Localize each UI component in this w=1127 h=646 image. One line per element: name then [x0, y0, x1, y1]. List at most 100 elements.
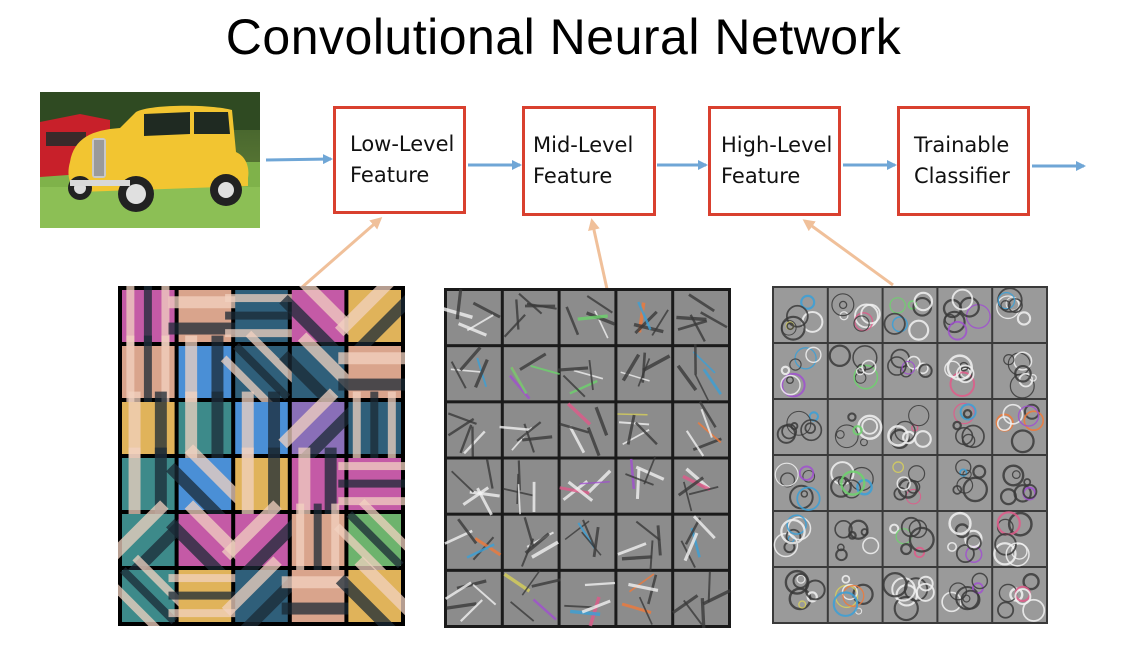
filter-tile: [828, 344, 882, 398]
filter-tile: [617, 347, 672, 401]
filter-tile: [938, 344, 992, 398]
filter-tile: [291, 503, 345, 577]
filter-tile: [774, 344, 827, 398]
filter-tile: [503, 459, 558, 515]
filter-tile: [938, 568, 992, 622]
mid-level-feature-box: Mid-Level Feature: [522, 106, 656, 216]
filter-tile: [993, 400, 1046, 454]
filter-tile: [334, 498, 405, 581]
filter-tile: [993, 511, 1046, 567]
filter-tile: [221, 500, 301, 579]
filter-tile: [335, 556, 405, 626]
filter-tile: [279, 286, 358, 355]
filter-tile: [235, 447, 288, 521]
filter-tile: [993, 568, 1046, 622]
filter-tile: [447, 346, 501, 401]
filter-tile: [674, 515, 728, 569]
low-level-feature-label: Low-Level Feature: [350, 132, 455, 187]
filter-tile: [503, 515, 559, 569]
filter-tile: [883, 400, 937, 454]
feature-arrow-mid: [588, 218, 609, 290]
filter-tile: [774, 568, 827, 622]
filter-tile: [617, 403, 672, 457]
filter-tile: [559, 459, 615, 513]
filter-tile: [883, 344, 937, 398]
filter-tile: [447, 458, 501, 516]
filter-tile: [828, 512, 882, 566]
filter-tile: [617, 455, 672, 513]
filter-tile: [774, 456, 827, 511]
filter-tile: [335, 286, 405, 355]
filter-tile: [938, 456, 992, 510]
filter-tile: [221, 556, 301, 626]
filter-tile: [281, 570, 355, 622]
filter-tile: [882, 568, 937, 622]
trainable-classifier-box: Trainable Classifier: [897, 106, 1030, 216]
filter-tile: [444, 289, 501, 345]
filter-tile: [168, 570, 242, 622]
filter-tile: [235, 391, 288, 465]
filter-tile: [828, 400, 883, 454]
diagram-title: Convolutional Neural Network: [225, 9, 902, 65]
filter-tile: [938, 400, 992, 454]
filter-tile: [828, 568, 882, 622]
filter-tile: [557, 347, 615, 401]
flow-arrow-image-to-low: [265, 154, 333, 165]
feature-arrow-low: [299, 217, 383, 291]
filter-tile: [122, 391, 175, 465]
filter-tile: [774, 288, 827, 342]
filter-tile: [503, 347, 560, 401]
filter-tile: [559, 402, 615, 457]
filter-tile: [883, 456, 937, 510]
feature-arrow-high: [802, 219, 894, 287]
high-level-feature-box: High-Level Feature: [708, 106, 841, 216]
high-level-filters-grid: [772, 286, 1048, 624]
filter-tile: [993, 287, 1046, 342]
filter-tile: [444, 515, 502, 569]
filter-tile: [503, 291, 558, 345]
filter-tile: [178, 335, 232, 409]
filter-tile: [166, 444, 245, 523]
filter-tile: [828, 288, 882, 342]
filter-tile: [122, 286, 175, 353]
filter-tile: [122, 335, 175, 409]
filter-tile: [499, 403, 558, 457]
filter-tile: [503, 570, 562, 625]
filter-tile: [938, 288, 992, 342]
filter-tile: [178, 391, 232, 465]
filter-tile: [671, 571, 731, 628]
filter-tile: [828, 456, 882, 510]
filter-tile: [338, 346, 405, 398]
input-car-image: [40, 92, 260, 228]
filter-tile: [560, 515, 615, 569]
filter-tile: [993, 344, 1046, 399]
filter-tile: [674, 344, 728, 402]
filter-tile: [883, 512, 937, 566]
filter-tile: [348, 391, 401, 465]
filter-tile: [278, 388, 357, 467]
filter-tile: [617, 515, 672, 571]
filter-tile: [338, 458, 405, 510]
filter-tile: [674, 400, 728, 457]
filter-tile: [225, 290, 298, 342]
filter-tile: [560, 291, 616, 345]
filter-tile: [774, 400, 827, 454]
filter-tile: [617, 291, 672, 345]
filter-tile: [993, 456, 1046, 510]
filter-tile: [444, 571, 501, 625]
filter-tile: [122, 447, 175, 521]
filter-tile: [617, 571, 672, 625]
filter-tile: [560, 571, 616, 627]
filter-tile: [883, 288, 937, 342]
filter-tile: [938, 511, 992, 566]
filter-tile: [291, 447, 345, 521]
filter-tile: [220, 330, 303, 413]
low-level-feature-box: Low-Level Feature: [333, 106, 466, 214]
filter-tile: [168, 290, 242, 342]
filter-tile: [447, 403, 501, 457]
filter-tile: [674, 459, 728, 513]
mid-level-feature-label: Mid-Level Feature: [533, 133, 634, 188]
high-level-feature-label: High-Level Feature: [721, 133, 833, 188]
filter-tile: [674, 291, 728, 345]
